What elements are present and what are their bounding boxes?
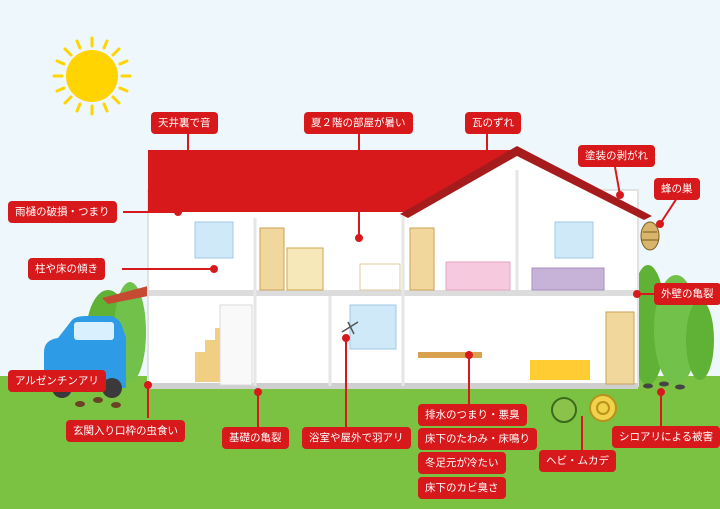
ant-icon — [75, 397, 121, 408]
label-underfloor-mold: 床下のカビ臭さ — [418, 477, 506, 499]
leader-lines — [122, 133, 678, 450]
label-pillar-tilt: 柱や床の傾き — [28, 258, 105, 280]
centipede-icon — [551, 397, 577, 423]
snake-icon — [589, 394, 617, 422]
label-ceiling-noise: 天井裏で音 — [151, 112, 218, 134]
garage-roof — [102, 286, 148, 304]
label-argentine-ant: アルゼンチンアリ — [8, 370, 106, 392]
label-wall-crack: 外壁の亀裂 — [654, 283, 720, 305]
label-flying-ants: 浴室や屋外で羽アリ — [302, 427, 411, 449]
label-gutter-damage: 雨樋の破損・つまり — [8, 201, 117, 223]
label-tile-shift: 瓦のずれ — [465, 112, 521, 134]
termite-icon — [643, 381, 685, 390]
mosquito-icon — [341, 321, 359, 335]
wasp-icon — [640, 221, 660, 251]
label-paint-peeling: 塗装の剥がれ — [578, 145, 655, 167]
roof — [148, 150, 518, 212]
label-bee-nest: 蜂の巣 — [654, 178, 700, 200]
label-termite-damage: シロアリによる被害 — [612, 426, 720, 448]
label-second-floor-hot: 夏２階の部屋が暑い — [304, 112, 413, 134]
label-floor-sag: 床下のたわみ・床鳴り — [418, 428, 537, 450]
label-foundation-crack: 基礎の亀裂 — [222, 427, 289, 449]
house — [147, 152, 639, 389]
label-cold-feet: 冬足元が冷たい — [418, 452, 506, 474]
label-snake-centipede: ヘビ・ムカデ — [539, 450, 616, 472]
label-entrance-frame-damage: 玄関入り口枠の虫食い — [66, 420, 185, 442]
label-drain-clog: 排水のつまり・悪臭 — [418, 404, 527, 426]
sun-icon — [52, 36, 132, 116]
